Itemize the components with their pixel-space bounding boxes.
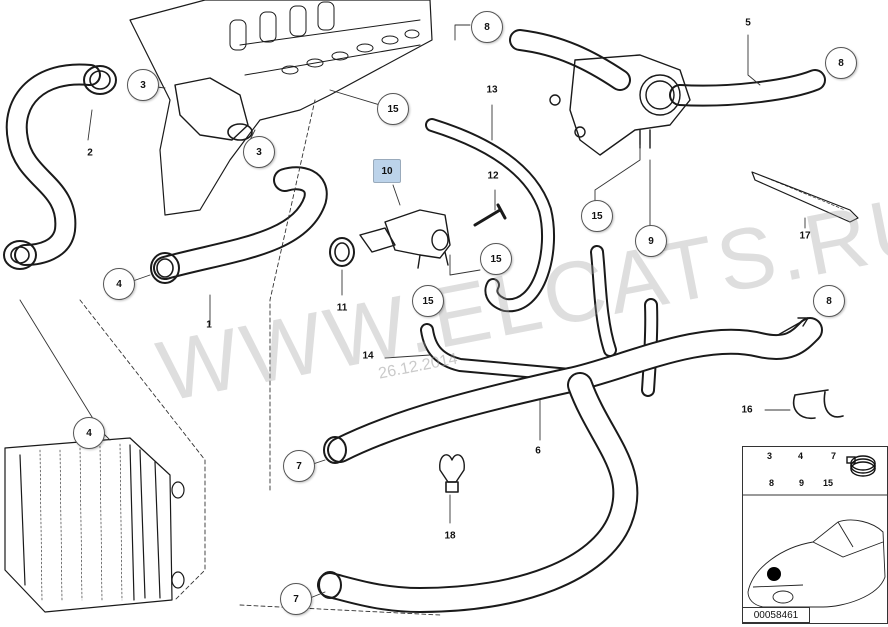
radiator — [4, 437, 185, 613]
callout-3[interactable]: 3 — [243, 136, 275, 168]
thermostat-housing — [174, 77, 249, 141]
part-number-5[interactable]: 5 — [745, 17, 751, 29]
car-silhouette-icon — [747, 519, 886, 608]
callout-4[interactable]: 4 — [103, 268, 135, 300]
diagram-id: 00058461 — [742, 607, 810, 623]
part-11-seal — [329, 237, 355, 267]
part-10-valve — [359, 209, 451, 269]
location-marker-icon — [767, 567, 781, 581]
callout-10[interactable]: 10 — [373, 159, 401, 183]
callout-15[interactable]: 15 — [581, 200, 613, 232]
inset-label-15: 15 — [823, 478, 834, 488]
part-16-clamp — [793, 389, 844, 420]
callout-7[interactable]: 7 — [283, 450, 315, 482]
callout-7[interactable]: 7 — [280, 583, 312, 615]
part-18-clamp — [439, 454, 465, 483]
part-17-cable-tie — [751, 171, 859, 223]
inset-panel: 3 4 7 8 9 15 — [742, 446, 888, 624]
part-number-11[interactable]: 11 — [336, 302, 348, 314]
part-number-6[interactable]: 6 — [535, 445, 541, 457]
engine-ports — [229, 1, 420, 75]
part-number-2[interactable]: 2 — [87, 147, 93, 159]
callout-8[interactable]: 8 — [813, 285, 845, 317]
callout-3[interactable]: 3 — [127, 69, 159, 101]
hose-clamp-icon — [846, 455, 876, 477]
inset-label-9: 9 — [799, 478, 805, 488]
part-number-13[interactable]: 13 — [486, 84, 498, 96]
callout-15[interactable]: 15 — [480, 243, 512, 275]
throttle-body — [549, 54, 691, 156]
callout-4[interactable]: 4 — [73, 417, 105, 449]
inset-drawing — [743, 455, 887, 608]
part-number-14[interactable]: 14 — [362, 350, 374, 362]
part-number-17[interactable]: 17 — [799, 230, 811, 242]
part-number-18[interactable]: 18 — [444, 530, 456, 542]
part-number-16[interactable]: 16 — [741, 404, 753, 416]
inset-label-8: 8 — [769, 478, 775, 488]
callout-15[interactable]: 15 — [412, 285, 444, 317]
callout-15[interactable]: 15 — [377, 93, 409, 125]
part-number-1[interactable]: 1 — [206, 319, 212, 331]
callout-8[interactable]: 8 — [471, 11, 503, 43]
callout-8[interactable]: 8 — [825, 47, 857, 79]
inset-label-4: 4 — [798, 451, 804, 461]
inset-label-7: 7 — [831, 451, 837, 461]
part-12-bolt — [473, 203, 507, 227]
part-number-12[interactable]: 12 — [487, 170, 499, 182]
callout-9[interactable]: 9 — [635, 225, 667, 257]
inset-label-3: 3 — [767, 451, 773, 461]
